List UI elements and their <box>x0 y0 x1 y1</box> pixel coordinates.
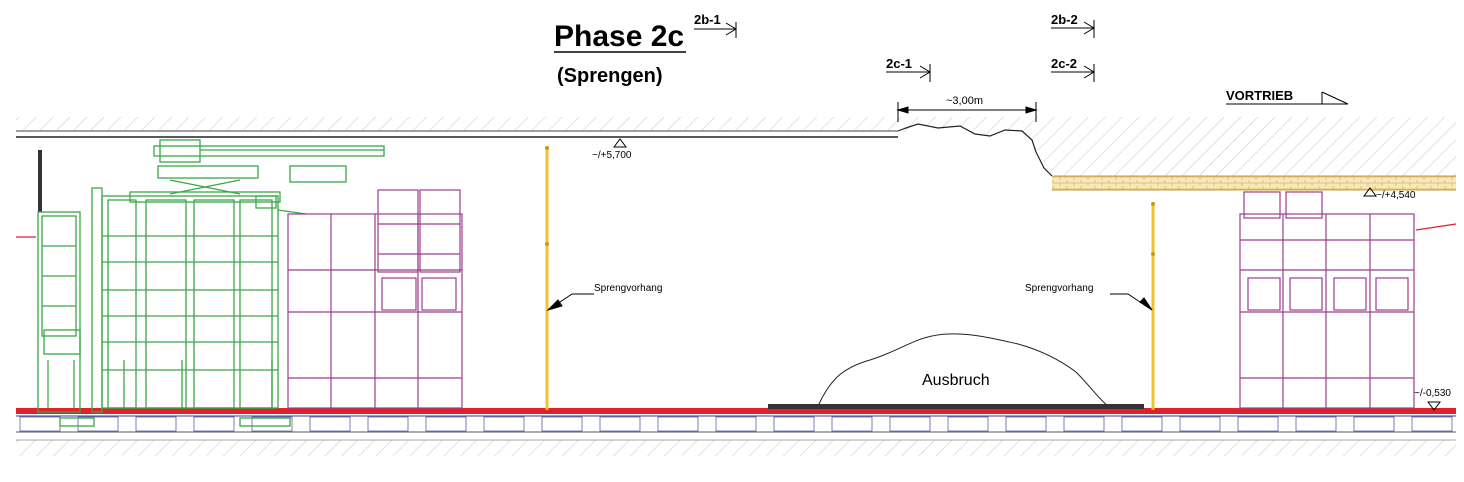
tunnel-floor <box>16 408 1456 456</box>
sleeper <box>1295 416 1337 432</box>
sleeper <box>19 416 61 432</box>
elevation-crown-left: ~/+5,700 <box>592 150 632 161</box>
sleeper <box>1353 416 1395 432</box>
label-curtain-right: Sprengvorhang <box>1025 283 1093 294</box>
elevation-marker-floor-right-icon <box>1427 401 1441 411</box>
axis-line-right <box>1415 223 1457 231</box>
sleeper <box>1005 416 1047 432</box>
section-marker-2c2 <box>1051 64 1095 82</box>
sleeper <box>831 416 873 432</box>
section-marker-2c1 <box>886 64 931 82</box>
sleeper <box>599 416 641 432</box>
page-subtitle: (Sprengen) <box>557 65 663 87</box>
sleeper <box>1411 416 1453 432</box>
sleeper <box>135 416 177 432</box>
sleeper <box>657 416 699 432</box>
formwork-left <box>287 189 463 409</box>
sleeper <box>77 416 119 432</box>
section-label-2c2: 2c-2 <box>1051 56 1077 71</box>
sleeper <box>483 416 525 432</box>
sleeper <box>947 416 989 432</box>
elevation-marker-crown-left-icon <box>613 138 627 148</box>
section-label-2c1: 2c-1 <box>886 56 912 71</box>
section-label-2b2: 2b-2 <box>1051 12 1078 27</box>
drilling-jumbo <box>37 139 385 427</box>
tunnel-lining-left <box>16 130 898 138</box>
dimension-label: ~3,00m <box>946 95 983 107</box>
sleeper <box>193 416 235 432</box>
sleeper <box>715 416 757 432</box>
sleeper <box>251 416 293 432</box>
section-marker-2b1 <box>694 22 737 38</box>
elevation-floor-right: ~/-0,530 <box>1414 388 1451 399</box>
blast-curtain-left <box>545 146 549 410</box>
blast-curtain-right <box>1151 202 1155 410</box>
muck-pile <box>768 333 1144 409</box>
sleeper <box>889 416 931 432</box>
sleeper <box>541 416 583 432</box>
sleeper <box>425 416 467 432</box>
leader-curtain-left <box>546 293 594 312</box>
leader-curtain-right <box>1110 293 1153 311</box>
page-title: Phase 2c <box>554 20 684 53</box>
sleeper <box>1237 416 1279 432</box>
shotcrete-layer <box>1052 175 1456 191</box>
sleeper <box>1179 416 1221 432</box>
sleeper <box>773 416 815 432</box>
sleeper <box>309 416 351 432</box>
excavation-profile <box>897 123 1053 177</box>
sleeper <box>1063 416 1105 432</box>
section-marker-2b2 <box>1051 20 1095 38</box>
section-label-2b1: 2b-1 <box>694 12 721 27</box>
dimension-line <box>896 102 1038 122</box>
sleeper <box>367 416 409 432</box>
floor-sleepers <box>19 416 1453 432</box>
elevation-crown-right: ~/+4,540 <box>1376 190 1416 201</box>
direction-arrow <box>1226 91 1349 105</box>
sleeper <box>1121 416 1163 432</box>
direction-label: VORTRIEB <box>1226 88 1293 103</box>
formwork-right <box>1239 191 1415 409</box>
elevation-marker-crown-right-icon <box>1363 187 1377 197</box>
rock-hatch-top <box>16 117 1456 176</box>
label-curtain-left: Sprengvorhang <box>594 283 662 294</box>
label-muck: Ausbruch <box>922 372 990 389</box>
